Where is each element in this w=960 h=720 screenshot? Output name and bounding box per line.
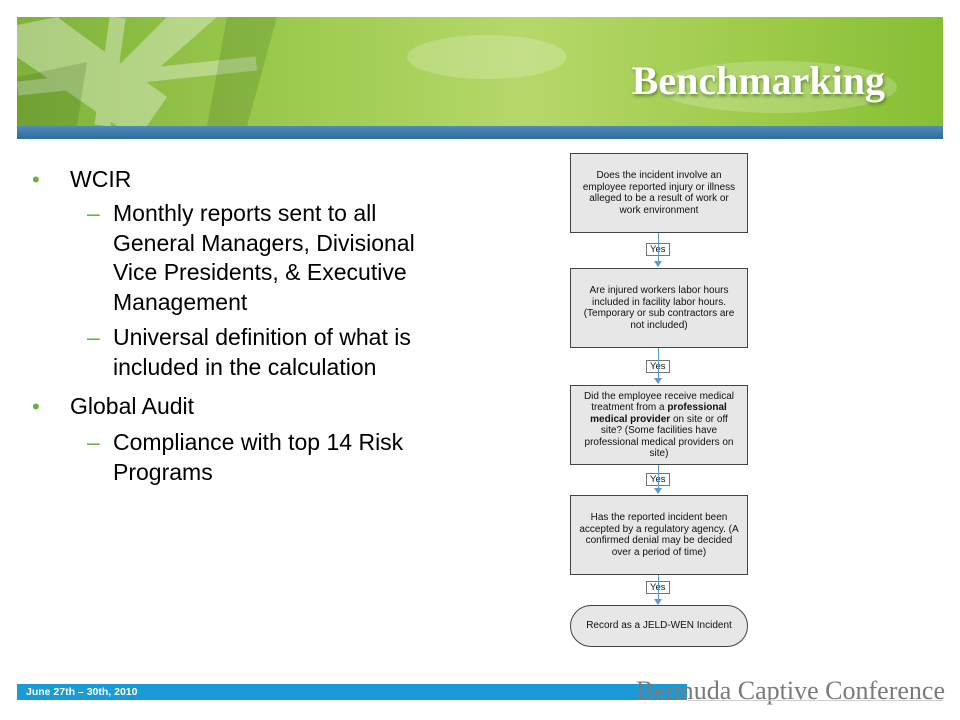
header-banner: Benchmarking: [17, 17, 943, 126]
connector-label: Yes: [646, 473, 670, 486]
connector-label: Yes: [646, 360, 670, 373]
bullet-dot-icon: •: [32, 394, 40, 419]
dash-icon: –: [87, 324, 100, 350]
flow-step-3: Did the employee receive medical treatme…: [570, 385, 748, 465]
footer-divider: [687, 700, 943, 701]
sub-bullet-text: Compliance with top 14 Risk Programs: [113, 429, 404, 485]
sub-bullet-universal-definition: – Universal definition of what is includ…: [32, 323, 422, 382]
dash-icon: –: [87, 429, 100, 455]
header-stripe: [17, 126, 943, 139]
footer-bar: [17, 684, 687, 700]
footer-date: June 27th – 30th, 2010: [26, 686, 138, 698]
sub-bullet-text: Universal definition of what is included…: [113, 324, 411, 380]
down-arrow-icon: [654, 575, 662, 605]
sub-bullet-monthly-reports: – Monthly reports sent to all General Ma…: [32, 199, 422, 317]
flow-final-step: Record as a JELD-WEN Incident: [570, 605, 748, 647]
connector-label: Yes: [646, 581, 670, 594]
bullet-global-audit: • Global Audit: [32, 393, 422, 420]
flow-step-1: Does the incident involve an employee re…: [570, 153, 748, 233]
sub-bullet-text: Monthly reports sent to all General Mana…: [113, 200, 415, 315]
bullet-dot-icon: •: [32, 167, 40, 192]
union-jack-flag-graphic: [17, 17, 897, 126]
flow-step-4: Has the reported incident been accepted …: [570, 495, 748, 575]
down-arrow-icon: [654, 465, 662, 494]
bullet-list: • WCIR – Monthly reports sent to all Gen…: [32, 166, 422, 487]
connector-label: Yes: [646, 243, 670, 256]
bullet-text: Global Audit: [70, 393, 195, 419]
flow-step-2: Are injured workers labor hours included…: [570, 268, 748, 348]
bullet-text: WCIR: [70, 166, 132, 192]
slide-title: Benchmarking: [631, 58, 885, 103]
sub-bullet-compliance: – Compliance with top 14 Risk Programs: [32, 428, 422, 487]
down-arrow-icon: [654, 233, 662, 267]
bullet-wcir: • WCIR: [32, 166, 422, 193]
dash-icon: –: [87, 200, 100, 226]
down-arrow-icon: [654, 348, 662, 384]
conference-logo: Bermuda Captive Conference: [636, 676, 945, 705]
